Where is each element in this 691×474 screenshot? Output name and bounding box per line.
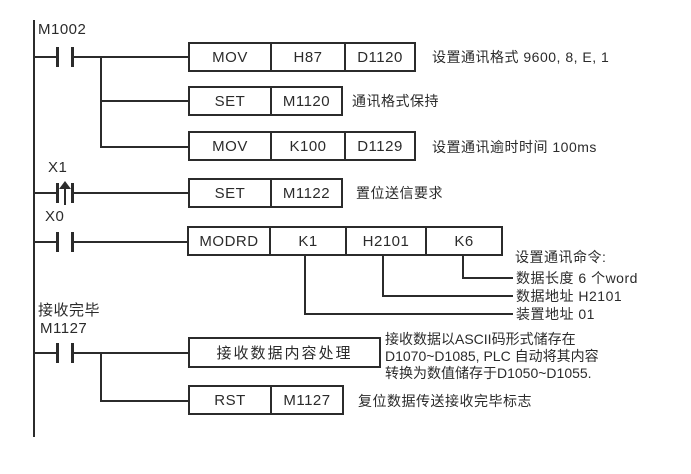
contact-bar [56, 343, 59, 363]
opcode-cell: 接收数据内容处理 [216, 345, 353, 362]
operand-cell: M1127 [270, 387, 342, 413]
wire [74, 352, 188, 354]
rising-edge-arrow-icon [59, 181, 71, 189]
comment-process-line2: D1070~D1085, PLC 自动将其内容 [385, 348, 599, 364]
contact-bar [56, 47, 59, 67]
operand-cell: M1120 [270, 88, 341, 114]
contact-x0 [56, 232, 74, 252]
comment-set2: 置位送信要求 [356, 185, 443, 201]
comment-process-line3: 转换为数值储存于D1050~D1055. [385, 365, 592, 381]
leader-line-k1 [304, 313, 513, 315]
opcode-cell: SET [214, 184, 246, 202]
contact-bar [56, 183, 59, 203]
wire [74, 56, 188, 58]
opcode-cell: MODRD [199, 232, 259, 250]
branch-wire-bottom [100, 352, 102, 402]
contact-m1002 [56, 47, 74, 67]
opcode-cell: SET [214, 92, 246, 110]
contact-bar [56, 232, 59, 252]
wire [100, 400, 188, 402]
contact-m1127 [56, 343, 74, 363]
operand-cell: K100 [270, 133, 344, 159]
rising-edge-arrow-icon [64, 186, 66, 205]
operand-cell: D1120 [344, 44, 414, 70]
contact-bar [71, 183, 74, 203]
contact-label-x0: X0 [45, 208, 65, 225]
left-power-rail [33, 20, 35, 437]
comment-mov2: 设置通讯逾时时间 100ms [432, 139, 597, 155]
leader-line-h2101 [382, 256, 384, 297]
wire [100, 100, 188, 102]
instruction-box-set1: SET M1120 [188, 86, 343, 116]
contact-label-m1127: M1127 [40, 320, 88, 337]
wire [35, 56, 56, 58]
operand-cell: M1122 [270, 180, 341, 206]
comment-process-line1: 接收数据以ASCII码形式储存在 [385, 331, 576, 347]
wire [35, 241, 56, 243]
comment-mov1: 设置通讯格式 9600, 8, E, 1 [432, 49, 610, 65]
instruction-box-set2: SET M1122 [188, 178, 343, 208]
leader-line-h2101 [382, 295, 513, 297]
operand-cell: H2101 [345, 228, 425, 254]
contact-bar [71, 343, 74, 363]
wire [100, 146, 188, 148]
instruction-box-modrd: MODRD K1 H2101 K6 [187, 226, 503, 256]
leader-line-k1 [304, 256, 306, 315]
operand-cell: H87 [270, 44, 344, 70]
wire [74, 192, 188, 194]
instruction-box-mov2: MOV K100 D1129 [188, 131, 416, 161]
comment-set1: 通讯格式保持 [352, 93, 439, 109]
operand-cell: K1 [269, 228, 345, 254]
wire [35, 192, 56, 194]
comment-modrd-k6: 数据长度 6 个word [516, 270, 638, 286]
opcode-cell: MOV [212, 137, 248, 155]
contact-bar [71, 232, 74, 252]
wire [35, 352, 56, 354]
branch-wire-top [100, 56, 102, 148]
comment-modrd-title: 设置通讯命令: [515, 249, 607, 265]
contact-bar [71, 47, 74, 67]
operand-cell: D1129 [344, 133, 414, 159]
leader-line-k6 [462, 256, 464, 279]
instruction-box-rst: RST M1127 [188, 385, 344, 415]
leader-line-k6 [462, 277, 513, 279]
comment-modrd-k1: 装置地址 01 [516, 306, 595, 322]
instruction-box-process: 接收数据内容处理 [188, 337, 381, 368]
operand-cell: K6 [425, 228, 501, 254]
wire [74, 241, 187, 243]
comment-modrd-h2101: 数据地址 H2101 [516, 288, 623, 304]
contact-note-m1127: 接收完毕 [38, 302, 101, 319]
opcode-cell: RST [214, 391, 246, 409]
contact-label-m1002: M1002 [38, 21, 87, 38]
comment-rst: 复位数据传送接收完毕标志 [358, 393, 532, 409]
comment-process: 接收数据以ASCII码形式储存在 D1070~D1085, PLC 自动将其内容… [385, 331, 599, 382]
opcode-cell: MOV [212, 48, 248, 66]
instruction-box-mov1: MOV H87 D1120 [188, 42, 416, 72]
contact-label-x1: X1 [48, 159, 68, 176]
contact-x1-rising-edge [56, 181, 74, 205]
